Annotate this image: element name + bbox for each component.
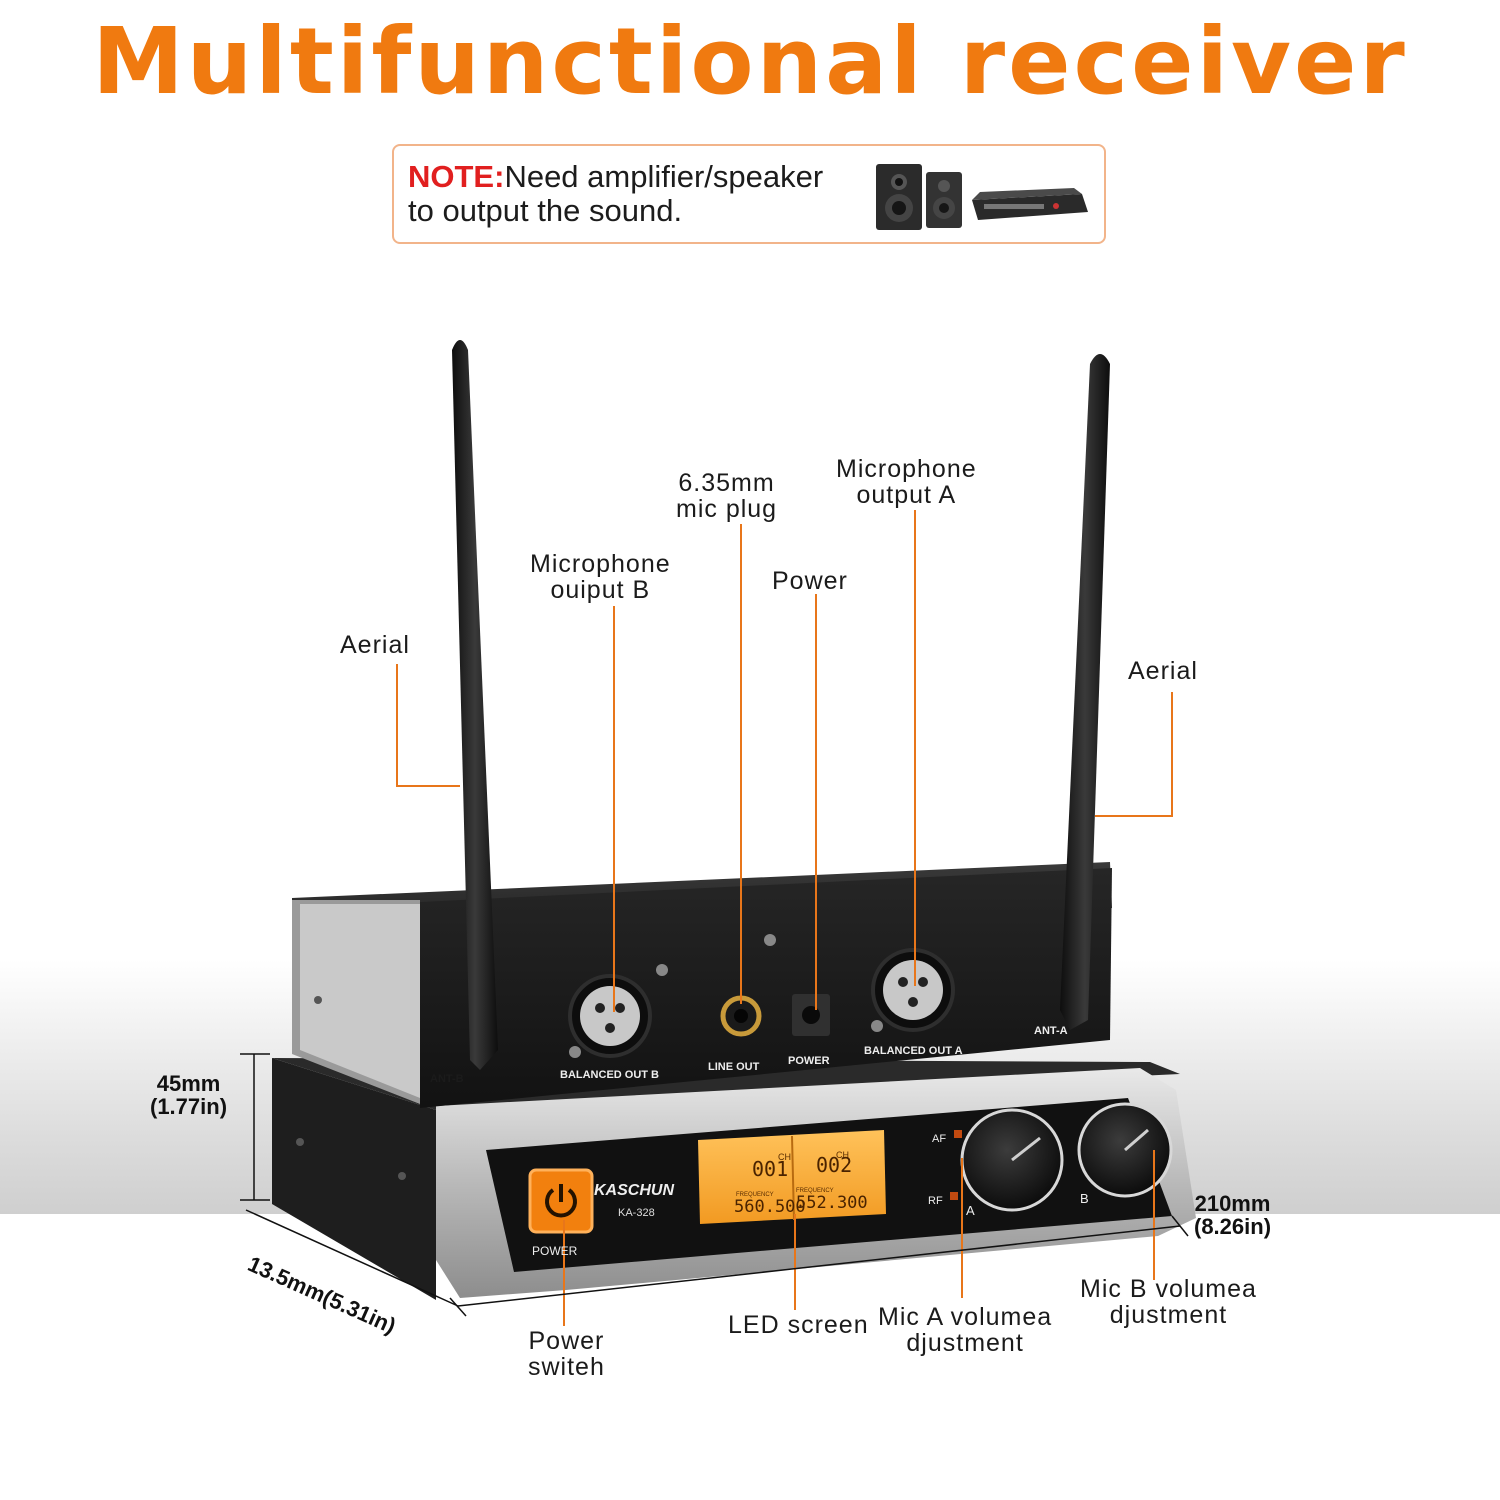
power-switch-label: POWER	[532, 1244, 578, 1258]
dimension-lines	[240, 1053, 1189, 1317]
receiver-rear-unit	[292, 862, 1112, 1108]
antenna-right	[1060, 354, 1110, 1030]
lcd-channel-a: 001	[752, 1157, 789, 1181]
af-label: AF	[932, 1133, 947, 1145]
antenna-left	[452, 340, 498, 1070]
note-text: NOTE:Need amplifier/speaker to output th…	[408, 160, 823, 228]
knob-b[interactable]	[1077, 1102, 1173, 1198]
knob-a[interactable]	[960, 1108, 1064, 1212]
dimension-height: 45mm (1.77in)	[150, 1071, 228, 1119]
dimension-width: 210mm (8.26in)	[1194, 1191, 1272, 1239]
brand-logo: KASCHUN	[594, 1182, 674, 1199]
power-button[interactable]	[528, 1168, 594, 1234]
lcd-ch-label-a: CH	[778, 1152, 791, 1162]
note-line-2: to output the sound.	[408, 193, 683, 228]
callout-power-switch: Power switeh	[528, 1327, 605, 1381]
balanced-out-b-label: BALANCED OUT B	[560, 1069, 659, 1081]
note-label: NOTE:	[408, 159, 505, 194]
lcd-channel-b: 002	[816, 1153, 853, 1177]
callout-aerial-left: Aerial	[340, 631, 410, 659]
note-box: NOTE:Need amplifier/speaker to output th…	[392, 144, 1106, 244]
callout-power: Power	[772, 567, 848, 595]
callout-lines	[396, 510, 1173, 1326]
rf-indicator	[950, 1192, 958, 1200]
ant-b-label: ANT-B	[430, 1073, 464, 1085]
callout-mic-output-a: Microphone output A	[836, 455, 977, 509]
callout-mic-b-volume: Mic B volumea djustment	[1080, 1275, 1257, 1329]
callout-mic-output-b: Microphone ouiput B	[530, 550, 671, 604]
note-line-1: Need amplifier/speaker	[504, 159, 824, 194]
lcd-ch-label-b: CH	[836, 1150, 849, 1160]
knob-b-label: B	[1080, 1191, 1089, 1206]
lcd-freq-label-a: FREQUENCY	[736, 1192, 774, 1198]
power-port-label: POWER	[788, 1055, 830, 1067]
ant-a-label: ANT-A	[1034, 1025, 1068, 1037]
line-out-label: LINE OUT	[708, 1061, 760, 1073]
balanced-out-a-label: BALANCED OUT A	[864, 1045, 963, 1057]
rf-label: RF	[928, 1195, 943, 1207]
lcd-freq-label-b: FREQUENCY	[796, 1188, 834, 1194]
lcd-frequency-a: 560.500	[734, 1197, 806, 1217]
knob-a-label: A	[966, 1203, 975, 1218]
callout-mic-plug: 6.35mm mic plug	[676, 469, 778, 523]
lcd-frequency-b: 552.300	[796, 1193, 868, 1213]
af-indicator	[954, 1130, 962, 1138]
model-label: KA-328	[618, 1207, 655, 1219]
page-title: Multifunctional receiver	[92, 8, 1408, 115]
speaker-amplifier-icon	[876, 164, 1088, 230]
callout-aerial-right: Aerial	[1128, 657, 1198, 685]
callout-led-screen: LED screen	[728, 1311, 869, 1339]
lcd-screen	[698, 1130, 886, 1224]
callout-mic-a-volume: Mic A volumea djustment	[878, 1303, 1053, 1357]
